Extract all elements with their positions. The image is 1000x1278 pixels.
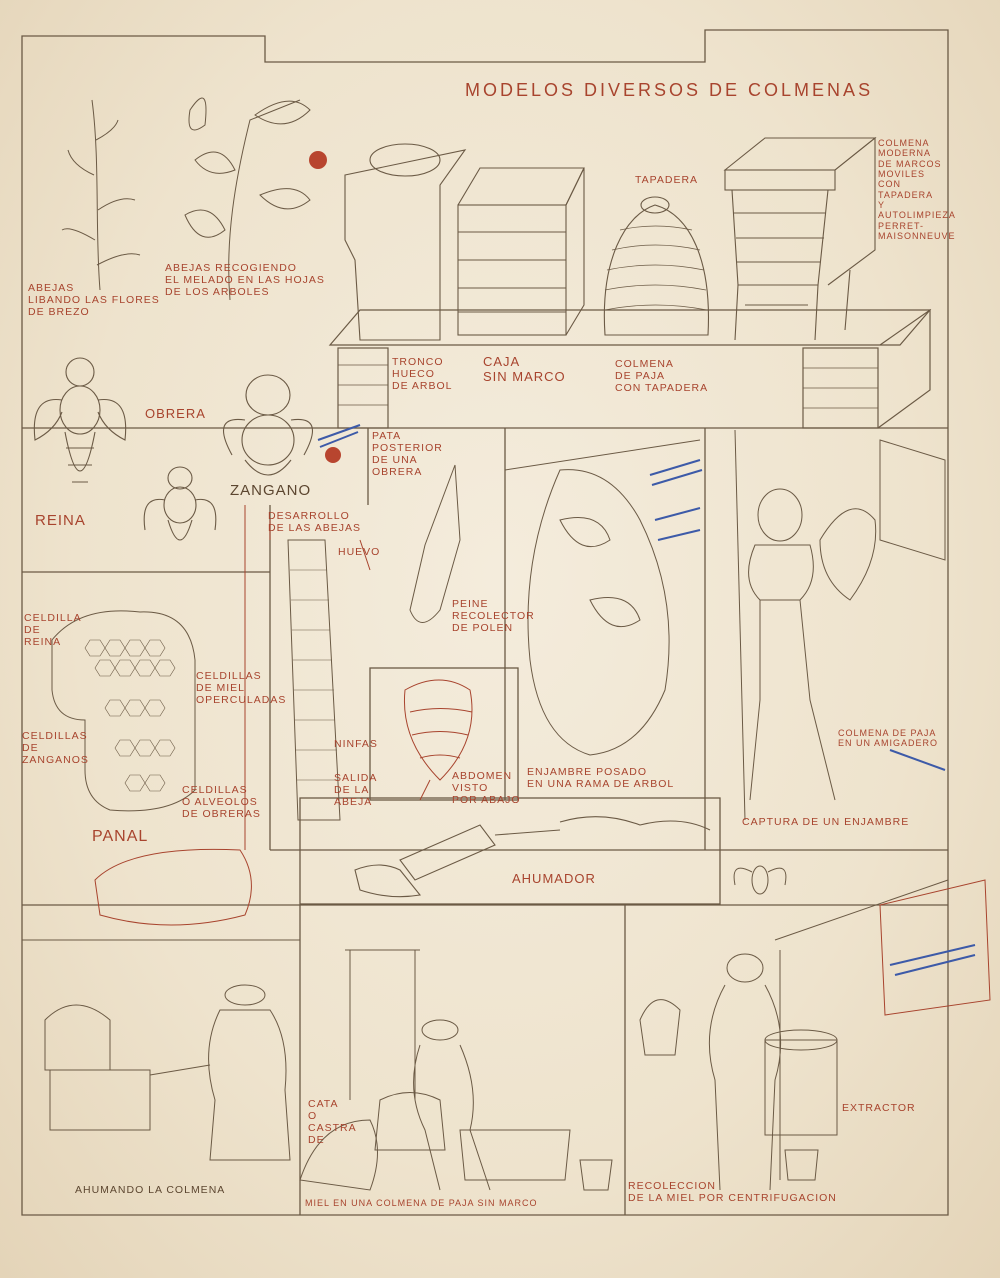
label-pata: PATA POSTERIOR DE UNA OBRERA [372, 430, 443, 479]
box-hive-drawing [457, 167, 585, 336]
label-obrera: OBRERA [145, 406, 206, 421]
label-panal: PANAL [92, 828, 149, 845]
modern-hive-drawing [723, 136, 877, 341]
smoker-drawing [354, 816, 711, 898]
label-celdillas-obreras: CELDILLAS O ALVEOLOS DE OBRERAS [182, 784, 261, 821]
tree-trunk-hive-drawing [344, 143, 467, 341]
honey-harvest-scene-drawing [299, 949, 613, 1191]
page-title: MODELOS DIVERSOS DE COLMENAS [465, 80, 874, 100]
blue-pencil-marks [317, 424, 976, 976]
label-zangano: ZANGANO [230, 482, 312, 499]
label-enjambre: ENJAMBRE POSADO EN UNA RAMA DE ARBOL [527, 766, 675, 791]
label-miel: MIEL EN UNA COLMENA DE PAJA SIN MARCO [305, 1198, 538, 1208]
label-colmena-amigadero: COLMENA DE PAJA EN UN AMIGADERO [838, 728, 939, 749]
label-cata: CATA O CASTRA DE [308, 1098, 357, 1147]
red-ink-blot-2 [325, 447, 341, 463]
label-peine: PEINE RECOLECTOR DE POLEN [452, 598, 535, 635]
label-celdillas-zanganos: CELDILLAS DE ZANGANOS [22, 730, 89, 767]
label-tronco: TRONCO HUECO DE ARBOL [392, 356, 453, 393]
abdomen-drawing [403, 679, 473, 781]
pencil-note-boxes [94, 848, 991, 1016]
swarm-capture-drawing [734, 429, 946, 821]
label-recoleccion: RECOLECCION DE LA MIEL POR CENTRIFUGACIO… [628, 1180, 837, 1205]
heather-plant-drawing [61, 99, 141, 291]
straw-skep-drawing [603, 196, 710, 336]
label-ahumando: AHUMANDO LA COLMENA [75, 1184, 226, 1196]
label-celdillas-miel: CELDILLAS DE MIEL OPERCULADAS [196, 670, 287, 707]
outer-frame [21, 29, 949, 1216]
label-colmena-moderna: COLMENA MODERNA DE MARCOS MOVILES CON TA… [878, 138, 956, 242]
label-celdilla-reina: CELDILLA DE REINA [24, 612, 82, 649]
swarm-drawing [504, 439, 701, 756]
label-huevo: HUEVO [338, 546, 381, 558]
queen-bee-drawing [33, 357, 127, 483]
hind-leg-drawing [409, 464, 461, 623]
drone-bee-drawing [223, 374, 313, 476]
label-captura: CAPTURA DE UN ENJAMBRE [742, 816, 910, 828]
label-salida: SALIDA DE LA ABEJA [334, 772, 378, 809]
label-reina: REINA [35, 512, 86, 529]
smoking-hive-scene-drawing [22, 939, 300, 1161]
label-caja: CAJA SIN MARCO [483, 354, 566, 384]
label-extractor: EXTRACTOR [842, 1102, 916, 1114]
label-ninfas: NINFAS [334, 738, 378, 750]
label-tapadera: TAPADERA [635, 174, 699, 186]
tree-branch-drawing [184, 97, 311, 301]
label-ahumador: AHUMADOR [512, 871, 596, 886]
label-colmena-paja: COLMENA DE PAJA CON TAPADERA [615, 358, 709, 395]
bee-development-drawing [287, 539, 341, 821]
bench-drawing [328, 308, 932, 429]
bee-icon-drawing [733, 865, 787, 895]
label-desarrollo: DESARROLLO DE LAS ABEJAS [268, 510, 361, 535]
label-abdomen: ABDOMEN VISTO POR ABAJO [452, 770, 521, 807]
worker-bee-drawing [143, 466, 217, 541]
extractor-scene-drawing [639, 879, 949, 1191]
red-ink-blot [309, 151, 327, 169]
label-abejas-brezo: ABEJAS LIBANDO LAS FLORES DE BREZO [28, 282, 160, 319]
honeycomb-drawing [51, 610, 196, 812]
label-abejas-melado: ABEJAS RECOGIENDO EL MELADO EN LAS HOJAS… [165, 262, 325, 299]
red-pencil-lines [244, 505, 431, 850]
